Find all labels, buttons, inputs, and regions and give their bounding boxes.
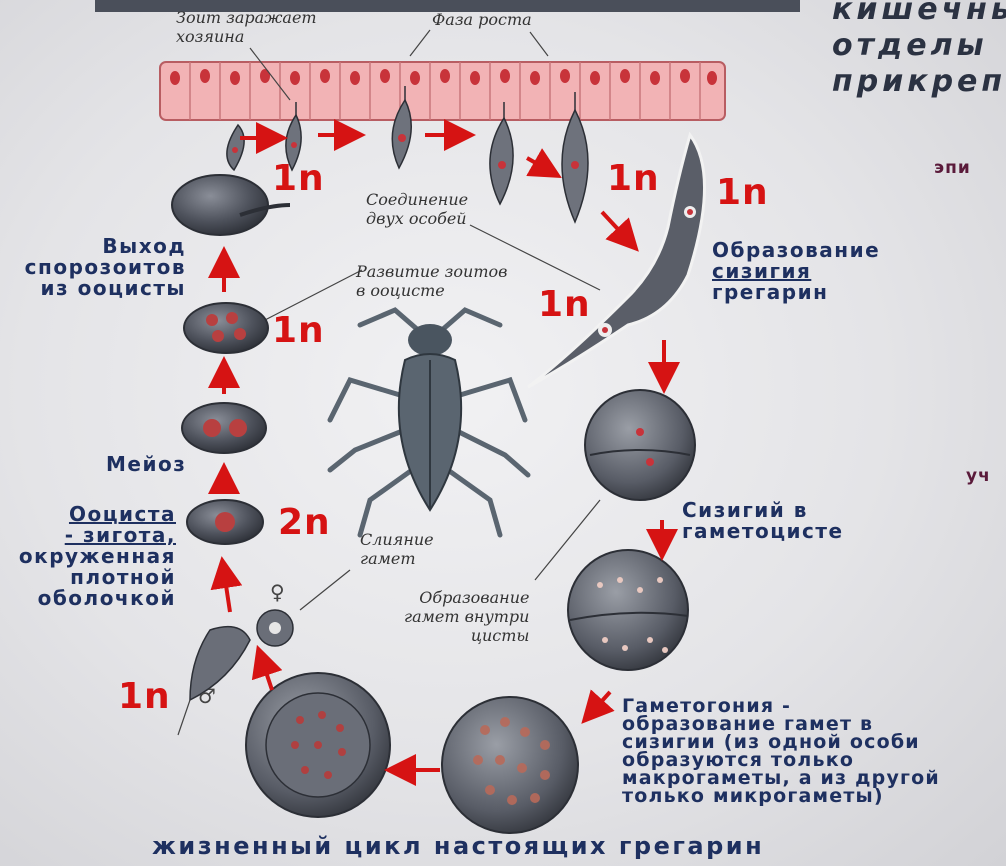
diagram-caption: жизненный цикл настоящих грегарин <box>152 832 764 860</box>
ploidy-label: 2n <box>278 502 331 543</box>
label-meiosis: Мейоз <box>106 454 186 475</box>
ploidy-label: 1n <box>716 172 769 213</box>
ploidy-label: 1n <box>607 158 660 199</box>
side-fragment-epi: эпи <box>934 158 971 178</box>
female-symbol: ♀ <box>270 580 285 604</box>
ploidy-label: 1n <box>118 676 171 717</box>
note-growth-phase: Фаза роста <box>432 10 532 29</box>
oocysts <box>172 175 268 544</box>
ploidy-label: 1n <box>272 158 325 199</box>
gametogony-cyst <box>442 697 578 833</box>
ploidy-label: 1n <box>538 284 591 325</box>
beetle-host <box>330 310 528 535</box>
gametocyst-ball <box>585 390 695 500</box>
male-symbol: ♂ <box>198 684 216 708</box>
side-fragment-uch: уч <box>966 466 991 486</box>
gut-epithelium <box>160 62 725 120</box>
label-gametogony: Гаметогония - образование гамет в сизиги… <box>622 697 940 805</box>
ploidy-label: 1n <box>272 310 325 351</box>
label-oocyst: Ооциста - зигота, окруженная плотной обо… <box>19 504 176 609</box>
header-right-text: кишечнь отделы прикреп <box>832 0 1006 100</box>
gamete-forming-cyst <box>568 550 688 670</box>
